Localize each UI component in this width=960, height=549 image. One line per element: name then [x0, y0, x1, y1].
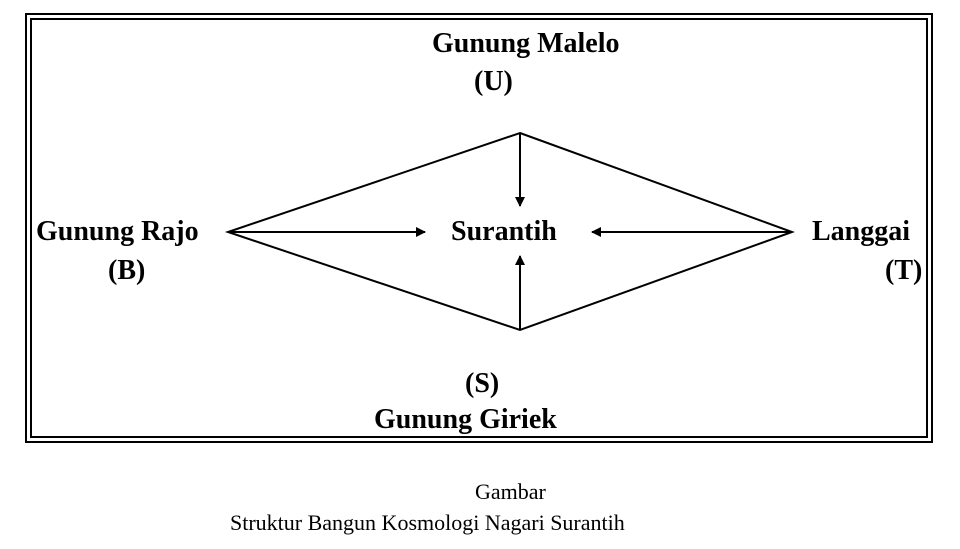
south-code: (S)	[465, 368, 500, 399]
east-label: Langgai	[812, 216, 911, 247]
north-code: (U)	[474, 66, 513, 97]
west-code: (B)	[108, 255, 146, 286]
center-label: Surantih	[451, 216, 557, 247]
east-code: (T)	[885, 255, 923, 286]
diagram-frame-outer	[25, 13, 933, 443]
north-label: Gunung Malelo	[432, 28, 620, 59]
caption-text: Struktur Bangun Kosmologi Nagari Suranti…	[230, 510, 625, 535]
caption-title: Gambar	[475, 479, 546, 504]
diagram-frame-inner	[30, 18, 928, 438]
south-label: Gunung Giriek	[374, 404, 557, 435]
west-label: Gunung Rajo	[36, 216, 199, 247]
